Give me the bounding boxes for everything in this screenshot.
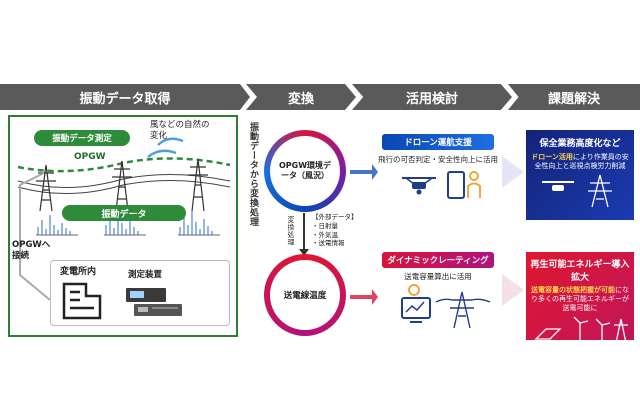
drone-support-head: ドローン運航支援 <box>382 134 494 150</box>
maintenance-text-body: により作業員の安全性向上と巡視点検労力削減 <box>534 153 629 171</box>
opgw-line <box>17 157 231 173</box>
badge-vibration-data-label: 振動データ <box>101 209 147 220</box>
header-label-1: 振動データ取得 <box>79 91 171 107</box>
header-step-4: 課題解決 <box>508 84 640 110</box>
renewable-title: 再生可能エネルギー導入拡大 <box>530 260 630 283</box>
badge-vibration-data: 振動データ <box>62 205 186 221</box>
tower-icon <box>188 158 208 212</box>
tower-icon <box>588 175 612 208</box>
substation-building-icon <box>62 282 102 320</box>
connector-arrows <box>350 164 378 305</box>
maintenance-solution-box: 保全業務高度化など ドローン活用により作業員の安全性向上と巡視点検労力削減 <box>526 130 634 220</box>
transform-vertical-text: 振動データから変換処理 <box>248 122 258 227</box>
drone-icon <box>402 177 436 195</box>
drone-tower-icons <box>542 175 612 208</box>
circle-line-temp: 送電線温度 <box>270 260 340 330</box>
renewable-text-body: になり多くの再生可能エネルギーが送電可能に <box>531 286 629 313</box>
transmission-illustration <box>17 137 231 301</box>
wind-turbine-icon <box>573 316 611 344</box>
tower-icon <box>112 160 132 212</box>
badge-vibration-measurement-label: 振動データ測定 <box>52 134 112 144</box>
header-label-2: 変換 <box>287 91 314 107</box>
external-data-item: ・外気温 <box>312 230 338 239</box>
renewable-text: 送電容量の状態把握が可能になり多くの再生可能エネルギーが送電可能に <box>530 286 630 313</box>
substation-label: 変電所内 <box>60 267 97 277</box>
transform-small-vertical: 変換処理 <box>287 216 295 246</box>
header-label-3: 活用検討 <box>405 91 458 107</box>
header-step-1: 振動データ取得 <box>0 84 250 110</box>
conductor-line <box>17 179 231 195</box>
tablet-icon <box>447 171 481 199</box>
down-arrow-icon <box>299 249 309 256</box>
header-label-4: 課題解決 <box>547 91 600 107</box>
chevron-right-icon <box>502 274 524 306</box>
external-data-item: ・日射量 <box>312 221 338 230</box>
device-label: 測定装置 <box>128 270 163 280</box>
connection-line <box>19 172 51 301</box>
analyst-monitor-icon <box>401 284 431 323</box>
waveform-graph <box>104 213 146 236</box>
tower-icon <box>614 319 628 344</box>
maintenance-text-strong: ドローン活用 <box>531 153 573 161</box>
opgw-label: OPGW <box>74 152 106 162</box>
tower-icon <box>435 291 491 329</box>
waveform-graph <box>178 211 220 236</box>
dynamic-rating-head: ダイナミックレーティング <box>382 252 494 268</box>
external-data-item: 【外部データ】 <box>312 213 358 221</box>
external-data-list: 【外部データ】 ・日射量 ・外気温 ・送電情報 <box>312 213 358 248</box>
maintenance-text: ドローン活用により作業員の安全性向上と巡視点検労力削減 <box>530 153 630 171</box>
drone-support-label: ドローン運航支援 <box>404 138 472 148</box>
external-data-item: ・送電情報 <box>312 239 345 248</box>
solution-arrows <box>502 156 524 306</box>
rating-illustration <box>401 284 491 329</box>
waveform-graph <box>36 215 78 236</box>
circle-opgw-env-ring: OPGW環境データ（風況） <box>264 130 346 212</box>
header-step-2: 変換 <box>246 84 356 110</box>
maintenance-title: 保全業務高度化など <box>539 139 621 149</box>
drone-icon <box>542 181 574 192</box>
header-step-3: 活用検討 <box>352 84 512 110</box>
measurement-device-icon <box>126 288 182 316</box>
wind-label: 風などの自然の変化 <box>150 120 210 141</box>
drone-and-tablet-icons <box>402 171 481 199</box>
circle-opgw-env: OPGW環境データ（風況） <box>270 136 340 206</box>
drone-caption: 飛行の可否判定・安全性向上に活用 <box>378 155 498 164</box>
right-arrow-icon <box>350 289 378 305</box>
wind-arrow-icon <box>147 149 177 158</box>
dynamic-caption: 送電容量算出に活用 <box>404 272 472 281</box>
dynamic-rating-label: ダイナミックレーティング <box>387 256 489 266</box>
down-arrow-line <box>303 213 305 253</box>
renewable-icons <box>534 316 628 344</box>
renewable-solution-box: 再生可能エネルギー導入拡大 送電容量の状態把握が可能になり多くの再生可能エネルギ… <box>526 252 634 344</box>
wind-arrow-icon <box>157 137 184 146</box>
solar-panel-icon <box>534 328 562 340</box>
tower-icon <box>36 164 56 212</box>
circle-line-temp-ring: 送電線温度 <box>264 254 346 336</box>
right-arrow-icon <box>350 164 378 180</box>
connect-opgw-label: OPGWへ接続 <box>12 240 51 261</box>
chevron-right-icon <box>502 156 524 188</box>
renewable-text-strong: 送電容量の状態把握が可能 <box>531 286 615 294</box>
badge-vibration-measurement: 振動データ測定 <box>34 130 130 146</box>
